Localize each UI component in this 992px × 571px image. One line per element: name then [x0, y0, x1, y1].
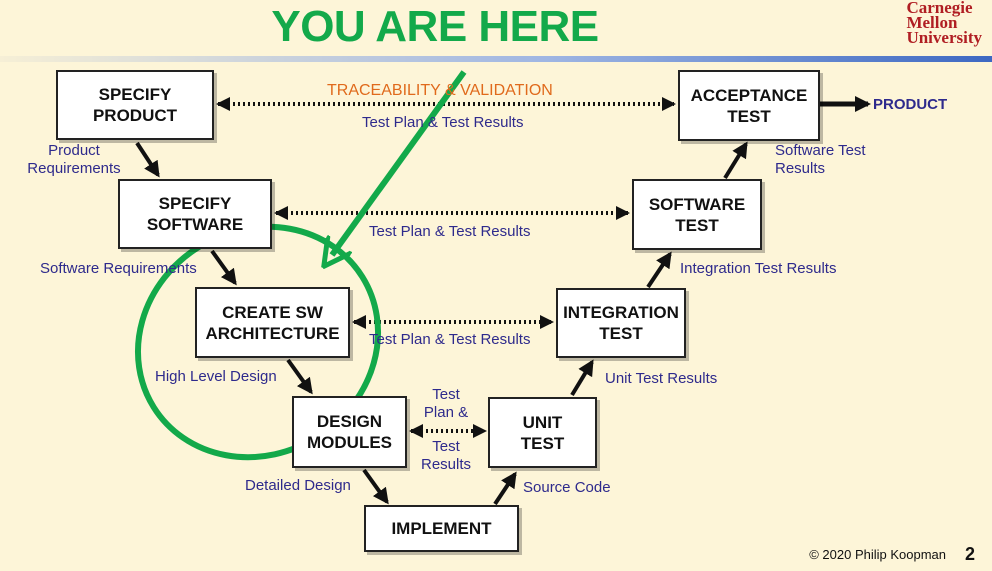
label-high-level-design: High Level Design	[155, 368, 277, 385]
page-number: 2	[964, 544, 975, 564]
header-rule	[0, 56, 992, 62]
copyright-footer: © 2020 Philip Koopman	[809, 547, 946, 562]
box-line: TEST	[599, 324, 643, 343]
box-line: MODULES	[307, 433, 392, 452]
box-unit-test: UNIT TEST	[488, 397, 597, 468]
logo-line-1: Carnegie	[906, 0, 973, 17]
box-integration-test: INTEGRATION TEST	[556, 288, 686, 358]
header-band	[0, 0, 992, 58]
box-line: SOFTWARE	[146, 215, 244, 234]
box-line: TEST	[675, 215, 719, 235]
box-line: PRODUCT	[92, 106, 178, 125]
box-line: TEST	[727, 106, 771, 126]
box-line: IMPLEMENT	[391, 519, 492, 538]
box-line: ARCHITECTURE	[205, 323, 340, 343]
cmu-logo: Carnegie Mellon University	[906, 0, 982, 47]
flow-arrow-implement-to-unit	[493, 471, 517, 506]
box-acceptance-test: ACCEPTANCE TEST	[678, 70, 820, 141]
label-traceability: TRACEABILITY & VALIDATION	[327, 82, 553, 99]
box-line: ACCEPTANCE	[690, 85, 808, 105]
box-line: SPECIFY	[158, 194, 232, 213]
box-implement: IMPLEMENT	[364, 505, 519, 552]
box-specify-product: SPECIFY PRODUCT	[56, 70, 214, 140]
label-integration-test-results: Integration Test Results	[680, 260, 837, 277]
label-software-requirements: Software Requirements	[40, 260, 197, 277]
label-detailed-design: Detailed Design	[245, 477, 351, 494]
label-line: Results	[775, 160, 826, 177]
flow-arrow-arch-to-design	[286, 358, 313, 395]
label-line: Product	[48, 142, 100, 159]
box-line: CREATE SW	[222, 302, 323, 322]
label-product-requirements: Product Requirements	[24, 142, 124, 178]
label-test-plan-software: Test Plan & Test Results	[369, 223, 531, 240]
label-line: Requirements	[27, 160, 121, 177]
box-create-sw-architecture: CREATE SW ARCHITECTURE	[195, 287, 350, 358]
box-line: UNIT	[522, 412, 563, 432]
label-test-plan-top: Test Plan & Test Results	[362, 114, 524, 131]
flow-arrow-design-to-implement	[362, 468, 389, 505]
flow-arrow-software-to-arch	[210, 249, 237, 286]
flow-arrow-software-test-to-acceptance	[723, 141, 748, 180]
label-test-plan-arch: Test Plan & Test Results	[369, 331, 531, 348]
flow-arrow-integration-to-software-test	[646, 251, 672, 289]
label-software-test-results: Software Test Results	[775, 142, 866, 178]
label-line: Test	[432, 438, 460, 455]
box-design-modules: DESIGN MODULES	[292, 396, 407, 468]
label-unit-test-results: Unit Test Results	[605, 370, 718, 387]
flow-arrow-unit-to-integration	[570, 359, 594, 397]
headline: YOU ARE HERE	[271, 2, 599, 51]
annotation-arrow	[332, 70, 467, 255]
logo-line-3: University	[906, 28, 982, 47]
label-line: Test	[432, 386, 460, 403]
logo-line-2: Mellon	[906, 13, 958, 32]
box-specify-software: SPECIFY SOFTWARE	[118, 179, 272, 249]
box-line: DESIGN	[316, 412, 383, 431]
label-product: PRODUCT	[873, 96, 948, 113]
box-line: TEST	[520, 433, 565, 453]
box-line: INTEGRATION	[563, 303, 679, 322]
box-line: SPECIFY	[98, 85, 172, 104]
box-line: SOFTWARE	[648, 194, 746, 214]
box-software-test: SOFTWARE TEST	[632, 179, 762, 250]
label-test-plan-unit: Test Plan & Test Results	[414, 386, 478, 474]
flow-arrow-product-to-software	[135, 141, 160, 178]
label-line: Plan &	[423, 404, 469, 421]
label-line: Software Test	[775, 142, 866, 159]
label-line: Results	[420, 456, 472, 473]
label-source-code: Source Code	[523, 479, 611, 496]
